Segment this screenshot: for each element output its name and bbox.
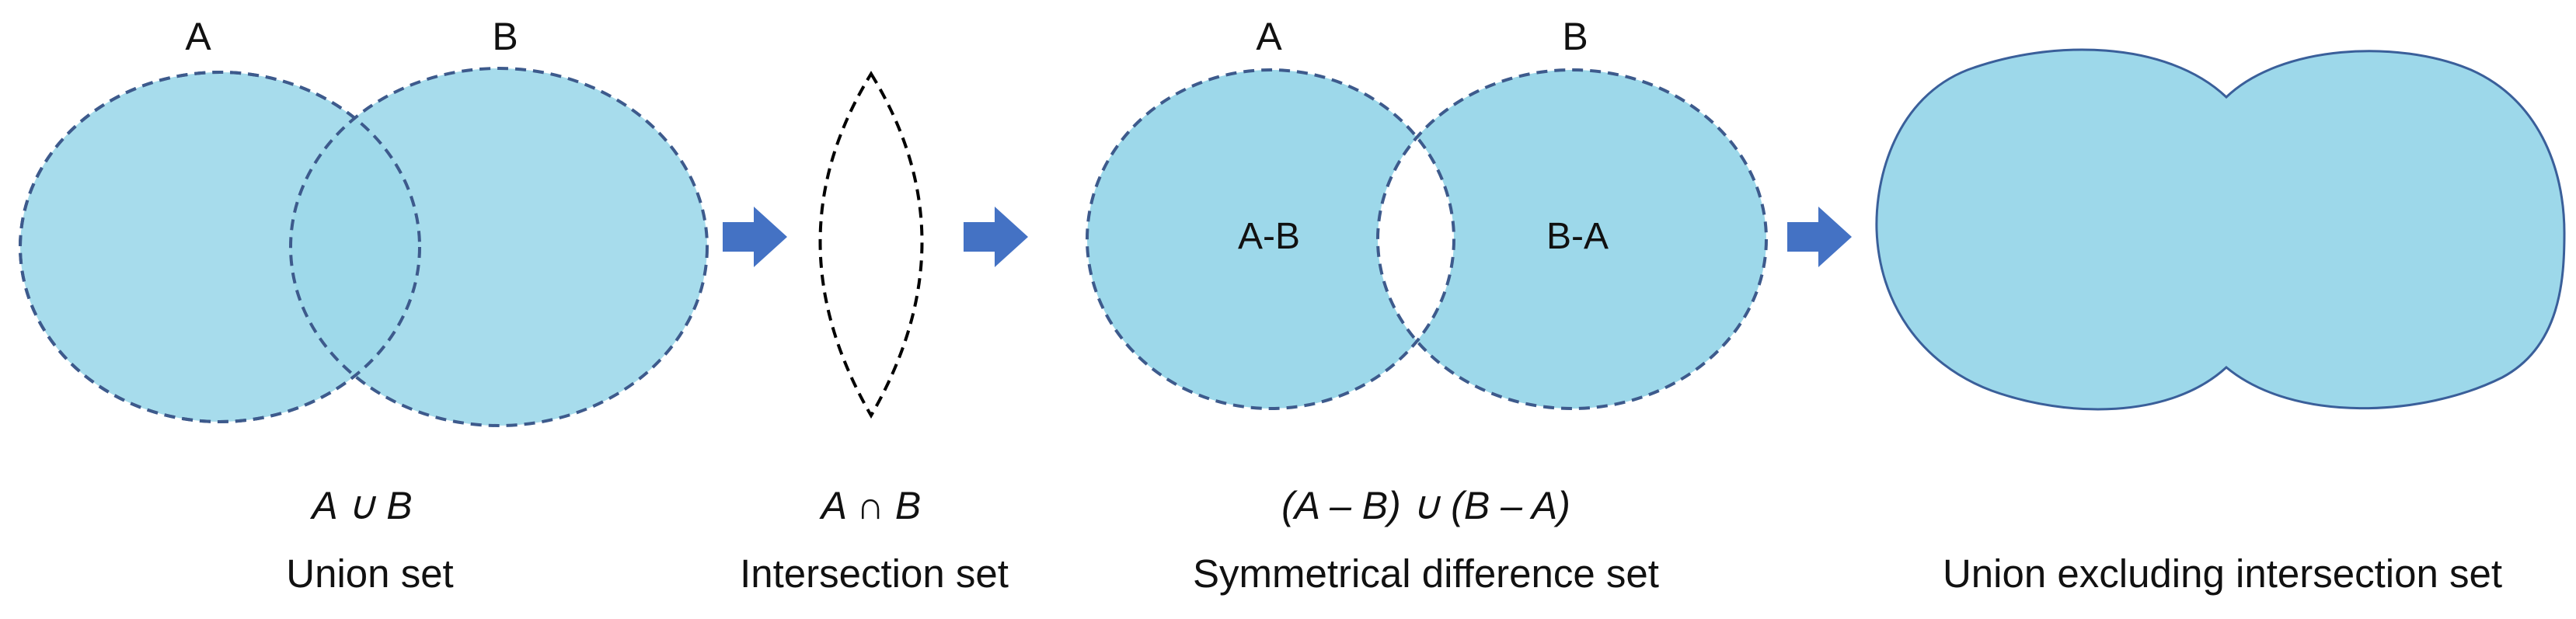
region-b-minus-a-label: B-A: [1546, 216, 1609, 257]
symmetric-formula: (A – B) ∪ (B – A): [1281, 484, 1570, 527]
union-panel: A B A ∪ B Union set: [19, 15, 709, 596]
right-arrow-icon: [1787, 207, 1852, 267]
symmetric-difference-panel: A B A-B B-A (A – B) ∪ (B – A) Symmetrica…: [1086, 15, 1768, 596]
union-excluding-intersection-shape: [1875, 48, 2566, 411]
union-set-a-outline: [19, 71, 421, 423]
symmetric-set-a-label: A: [1256, 15, 1282, 58]
right-arrow-icon: [723, 207, 787, 267]
right-arrow-icon: [964, 207, 1028, 267]
symmetric-set-b-label: B: [1562, 15, 1588, 58]
intersection-caption: Intersection set: [740, 551, 1009, 596]
union-set-b-ellipse: [289, 67, 709, 427]
union-set-b-label: B: [492, 15, 518, 58]
symmetric-set-a-outline: [1086, 68, 1455, 410]
union-excluding-intersection-caption: Union excluding intersection set: [1943, 551, 2502, 596]
intersection-panel: A ∩ B Intersection set: [740, 71, 1009, 596]
region-a-minus-b-label: A-B: [1238, 216, 1300, 257]
union-excluding-intersection-panel: Union excluding intersection set: [1875, 48, 2566, 596]
symmetric-set-a-ellipse: [1087, 70, 1454, 409]
intersection-lens-outline: [818, 71, 924, 419]
symmetric-set-b-outline: [1376, 68, 1768, 410]
union-set-a-label: A: [185, 15, 211, 58]
intersection-formula: A ∩ B: [819, 484, 922, 527]
union-formula: A ∪ B: [309, 484, 412, 527]
union-caption: Union set: [286, 551, 453, 596]
symmetric-caption: Symmetrical difference set: [1193, 551, 1659, 596]
symmetric-set-b-ellipse: [1378, 70, 1766, 409]
